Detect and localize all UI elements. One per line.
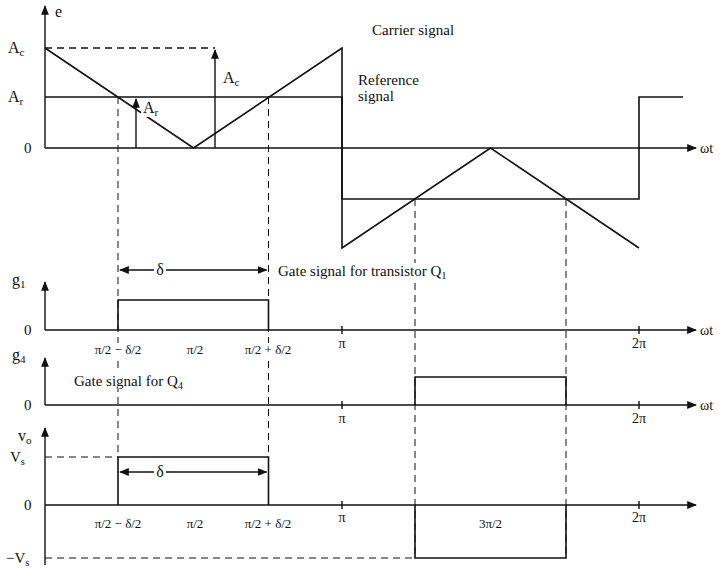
waveform-label: e: [53, 3, 64, 21]
waveform-label: ωt: [698, 323, 715, 338]
waveform-label: π: [336, 510, 347, 525]
waveform-label: π: [336, 411, 347, 426]
waveform-label: vo: [16, 427, 34, 445]
waveform-label: Vs: [8, 449, 27, 466]
waveform-label: π/2: [185, 343, 206, 357]
waveform-label: π: [336, 336, 347, 351]
waveform-label: π/2 − δ/2: [93, 517, 144, 531]
waveform-label: Reference signal: [356, 72, 440, 105]
waveform-label: 0: [22, 322, 34, 339]
waveform-label: 0: [22, 140, 34, 157]
waveform-label: 2π: [630, 411, 648, 426]
waveform-label: δ: [154, 261, 166, 279]
waveform-label: −Vs: [4, 550, 31, 567]
waveform-label: g4: [10, 346, 28, 364]
waveform-label: 2π: [630, 336, 648, 351]
waveform-label: 0: [22, 397, 34, 414]
waveform-label: Ar: [141, 99, 160, 117]
waveform-label: ωt: [698, 398, 715, 413]
waveform-label: 2π: [630, 510, 648, 525]
waveform-label: Gate signal for Q4: [72, 373, 185, 390]
waveform-label: π/2 − δ/2: [93, 343, 144, 357]
waveform-label: ωt: [698, 141, 715, 156]
waveform-label: 3π/2: [477, 517, 504, 531]
waveform-label: Ar: [6, 88, 25, 106]
waveform-label: π/2 + δ/2: [243, 343, 294, 357]
waveform-label: Ac: [6, 39, 27, 57]
waveform-label: π/2 + δ/2: [243, 517, 294, 531]
waveform-label: Carrier signal: [370, 22, 456, 39]
waveform-label: δ: [154, 463, 166, 481]
waveform-label: 0: [22, 497, 34, 514]
waveform-label: Ac: [221, 69, 242, 87]
waveform-label: π/2: [185, 517, 206, 531]
waveform-label: Gate signal for transistor Q1: [276, 263, 449, 280]
waveform-label: g1: [10, 271, 28, 289]
